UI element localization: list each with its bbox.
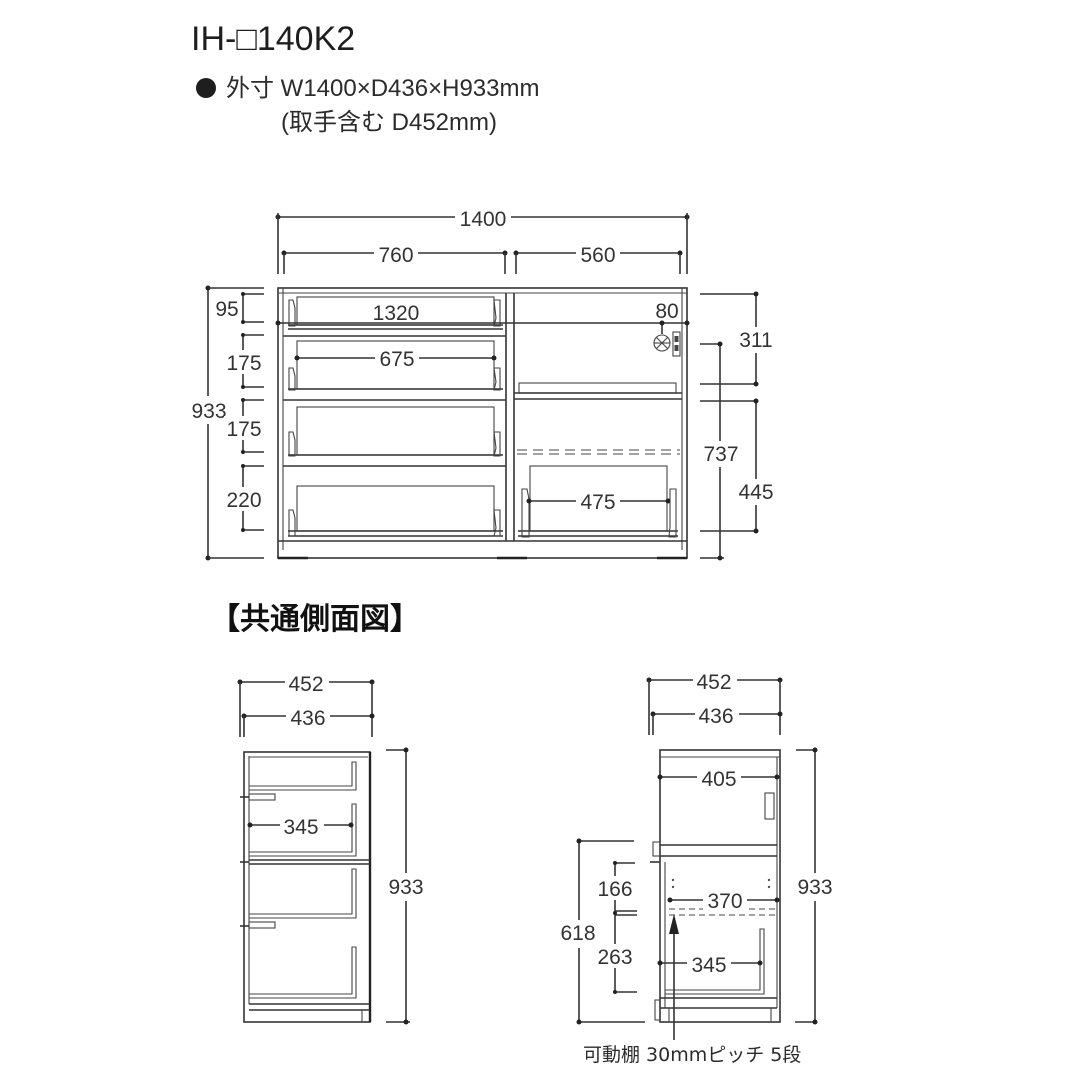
dim-height-drawer-1: 95 <box>215 298 238 321</box>
side-right-height: 933 <box>797 876 832 899</box>
dim-drawer-inner-width: 675 <box>379 348 414 371</box>
dim-overall-height: 933 <box>191 400 226 423</box>
left-drawer-2 <box>283 340 506 401</box>
side-view-cabinet: 452 436 <box>558 669 838 1040</box>
dim-left-section-width: 760 <box>378 244 413 267</box>
side-left-depth-with-handle: 452 <box>288 673 323 696</box>
adjustable-shelf-arrow-icon <box>669 914 679 1040</box>
left-drawer-3 <box>283 406 506 467</box>
dim-height-drawer-4: 220 <box>226 489 261 512</box>
side-right-shelf-depth: 370 <box>707 890 742 913</box>
dim-outlet-offset: 80 <box>655 300 678 323</box>
outer-dimensions-text: 外寸 W1400×D436×H933mm <box>226 75 540 102</box>
side-left-height: 933 <box>388 876 423 899</box>
dim-right-section-width: 560 <box>580 244 615 267</box>
dim-right-upper-height: 311 <box>739 329 772 352</box>
front-view: 1400 760 560 <box>188 205 779 561</box>
side-right-depth-with-handle: 452 <box>696 671 731 694</box>
dim-right-total-height: 737 <box>703 443 738 466</box>
handle-depth-note: (取手含む D452mm) <box>281 109 498 136</box>
side-right-drawer-depth: 345 <box>691 954 726 977</box>
left-drawer-4 <box>288 485 503 537</box>
bullet-icon <box>196 78 216 98</box>
side-right-depth: 436 <box>698 705 733 728</box>
dim-inner-width: 1320 <box>373 302 420 325</box>
right-drawer <box>518 465 678 538</box>
adjustable-shelf-note: 可動棚 30mmピッチ 5段 <box>583 1044 802 1066</box>
dim-height-drawer-2: 175 <box>226 352 261 375</box>
outer-dimensions: 外寸 W1400×D436×H933mm <box>196 68 539 103</box>
dim-height-drawer-3: 175 <box>226 418 261 441</box>
section-heading-side-view: 【共通側面図】 <box>210 602 420 637</box>
dim-overall-width: 1400 <box>460 208 507 231</box>
side-right-lower-height: 618 <box>560 922 595 945</box>
model-title: IH-□140K2 <box>191 20 356 58</box>
side-view-drawers: 452 436 345 <box>237 671 429 1025</box>
side-left-depth: 436 <box>290 707 325 730</box>
left-drawer-1 <box>283 296 506 337</box>
left-height-dims: 95 175 175 220 <box>215 292 264 532</box>
dim-right-lower-height: 445 <box>738 481 773 504</box>
switch-icon <box>672 331 681 357</box>
right-height-dims: 311 445 737 <box>699 291 779 561</box>
side-right-shelf-upper: 166 <box>597 878 632 901</box>
side-left-drawer-depth: 345 <box>283 816 318 839</box>
side-right-upper-depth: 405 <box>701 768 736 791</box>
side-right-shelf-lower: 263 <box>597 946 632 969</box>
dim-right-drawer-width: 475 <box>580 491 615 514</box>
outlet-icon <box>653 334 671 352</box>
